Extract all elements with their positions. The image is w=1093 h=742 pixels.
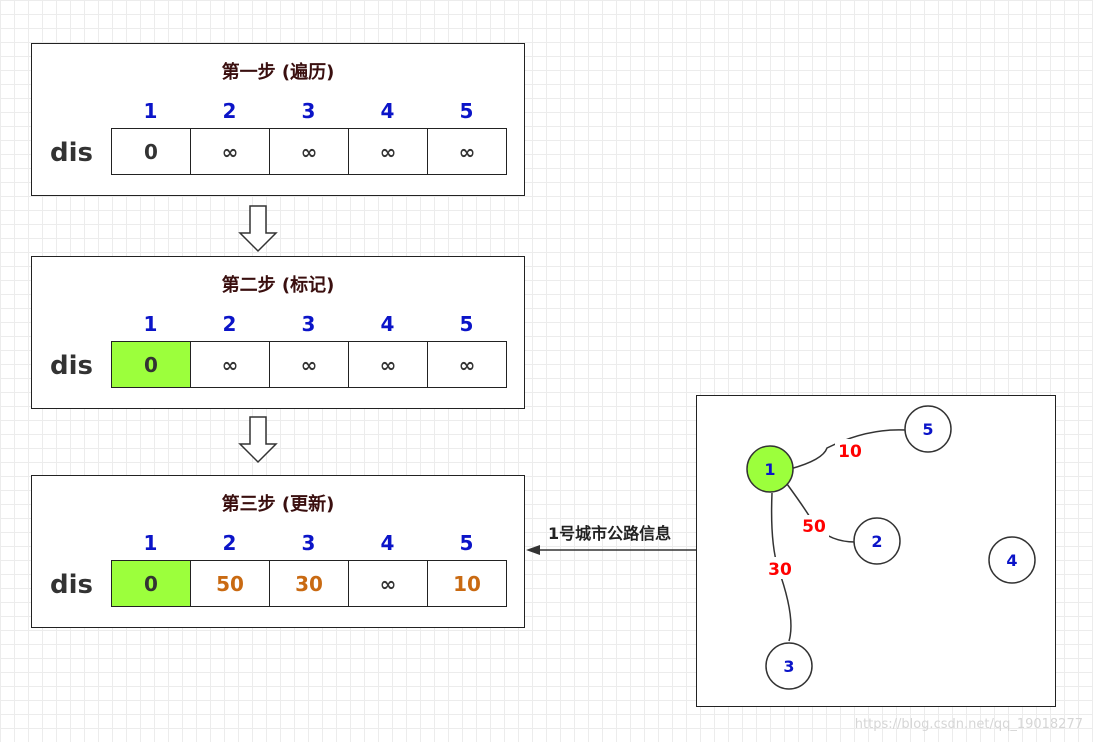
weight-bg [835,439,865,461]
dis-cell: ∞ [427,341,507,388]
graph-node-2 [853,517,901,565]
step-title: 第二步 (标记) [221,275,335,296]
dis-cell: ∞ [348,560,428,607]
index-label: 2 [222,531,237,555]
graph-node-4 [988,536,1036,584]
index-label: 4 [380,312,395,336]
dis-cell: 0 [111,341,191,388]
index-label: 3 [301,99,316,123]
step-panel-2: 第二步 (标记) 1 2 3 4 5 dis 0 ∞ ∞ ∞ ∞ [31,256,525,409]
step-title: 第三步 (更新) [221,494,335,515]
node-label: 5 [922,420,933,439]
edge-weight-label: 50 [802,517,826,537]
dis-cell: ∞ [190,128,270,175]
dis-cell: 0 [111,560,191,607]
row-label: dis [50,351,93,381]
index-label: 2 [222,312,237,336]
edge-weight-label: 10 [838,442,862,462]
left-arrow-icon [526,545,696,555]
dis-array: 0 ∞ ∞ ∞ ∞ [111,341,507,388]
step-title: 第一步 (遍历) [221,62,335,83]
index-label: 4 [380,531,395,555]
index-label: 5 [459,531,474,555]
dis-cell: ∞ [427,128,507,175]
road-info-label: 1号城市公路信息 [548,524,672,543]
down-arrow-icon [238,416,278,464]
dis-cell: 10 [427,560,507,607]
edge-weight-label: 30 [768,560,792,580]
index-label: 5 [459,99,474,123]
dis-array: 0 ∞ ∞ ∞ ∞ [111,128,507,175]
city-graph: 10 50 30 1 5 2 4 3 [746,405,1036,690]
index-label: 4 [380,99,395,123]
weight-bg [799,515,829,537]
graph-node-5 [904,405,952,453]
graph-node-3 [765,642,813,690]
weight-bg [765,557,795,579]
index-row: 1 2 3 4 5 [111,312,506,336]
node-label: 1 [764,460,775,479]
index-row: 1 2 3 4 5 [111,531,506,555]
index-label: 3 [301,531,316,555]
dis-array: 0 50 30 ∞ 10 [111,560,507,607]
node-label: 2 [871,532,882,551]
index-label: 3 [301,312,316,336]
watermark: https://blog.csdn.net/qq_19018277 [854,717,1083,732]
down-arrow-icon [238,205,278,253]
index-label: 1 [143,312,158,336]
row-label: dis [50,570,93,600]
edge-1-5 [789,429,907,470]
index-row: 1 2 3 4 5 [111,99,506,123]
index-label: 5 [459,312,474,336]
dis-cell: 30 [269,560,349,607]
index-label: 2 [222,99,237,123]
dis-cell: ∞ [348,341,428,388]
step-panel-1: 第一步 (遍历) 1 2 3 4 5 dis 0 ∞ ∞ ∞ ∞ [31,43,525,196]
index-label: 1 [143,99,158,123]
dis-cell: 50 [190,560,270,607]
index-label: 1 [143,531,158,555]
dis-cell: ∞ [348,128,428,175]
dis-cell: ∞ [269,128,349,175]
graph-panel: 10 50 30 1 5 2 4 3 [696,395,1056,707]
node-label: 3 [783,657,794,676]
node-label: 4 [1006,551,1017,570]
dis-cell: ∞ [269,341,349,388]
step-panel-3: 第三步 (更新) 1 2 3 4 5 dis 0 50 30 ∞ 10 [31,475,525,628]
dis-cell: ∞ [190,341,270,388]
dis-cell: 0 [111,128,191,175]
row-label: dis [50,138,93,168]
graph-node-1 [746,445,794,493]
